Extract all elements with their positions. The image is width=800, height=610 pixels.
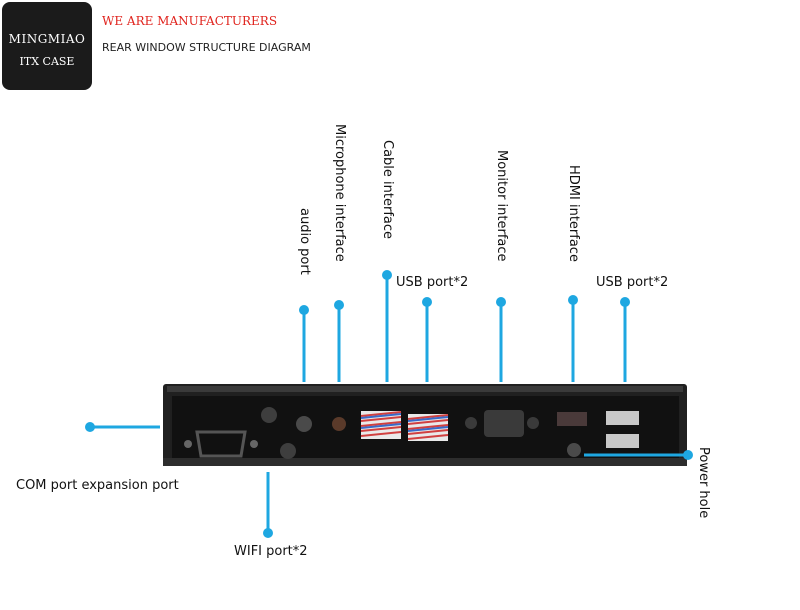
usb-port bbox=[606, 434, 639, 448]
audio-port-callout bbox=[299, 305, 309, 382]
monitor-callout bbox=[496, 297, 506, 382]
usb-ribbon bbox=[407, 414, 449, 441]
monitor-port bbox=[465, 410, 539, 437]
microphone-callout bbox=[334, 300, 344, 382]
hdmi-interface-label: HDMI interface bbox=[566, 165, 581, 262]
wifi-port-label: WIFI port*2 bbox=[234, 544, 308, 559]
power-callout bbox=[584, 450, 693, 460]
monitor-interface-label: Monitor interface bbox=[494, 150, 509, 262]
audio-port-hole bbox=[296, 416, 312, 432]
audio-port-label: audio port bbox=[297, 208, 312, 275]
brand-name: MINGMIAO bbox=[8, 32, 86, 46]
power-hole bbox=[567, 443, 581, 457]
power-hole-label: Power hole bbox=[696, 447, 711, 519]
brand-badge: MINGMIAO ITX CASE bbox=[2, 2, 92, 90]
wifi-antenna-hole bbox=[280, 443, 296, 459]
hdmi-port bbox=[557, 412, 587, 426]
com-callout bbox=[85, 422, 160, 432]
cable-interface-label: Cable interface bbox=[380, 140, 395, 240]
com-port-connector bbox=[184, 430, 258, 458]
wifi-callout bbox=[263, 472, 273, 538]
microphone-interface-label: Microphone interface bbox=[332, 124, 347, 262]
wifi-antenna-hole bbox=[261, 407, 277, 423]
cable-interface-ribbon bbox=[360, 411, 402, 439]
usb-port bbox=[606, 411, 639, 425]
cable-callout bbox=[382, 270, 392, 382]
usb-port-right-label: USB port*2 bbox=[596, 275, 669, 290]
usb-port-left-label: USB port*2 bbox=[396, 275, 469, 290]
microphone-port-hole bbox=[332, 417, 346, 431]
brand-product: ITX CASE bbox=[19, 55, 75, 68]
tagline: WE ARE MANUFACTURERS bbox=[102, 14, 278, 28]
com-port-label: COM port expansion port bbox=[16, 478, 179, 493]
usb-left-callout bbox=[422, 297, 432, 382]
usb-right-callout bbox=[620, 297, 630, 382]
hdmi-callout bbox=[568, 295, 578, 382]
diagram-title: REAR WINDOW STRUCTURE DIAGRAM bbox=[102, 41, 311, 54]
